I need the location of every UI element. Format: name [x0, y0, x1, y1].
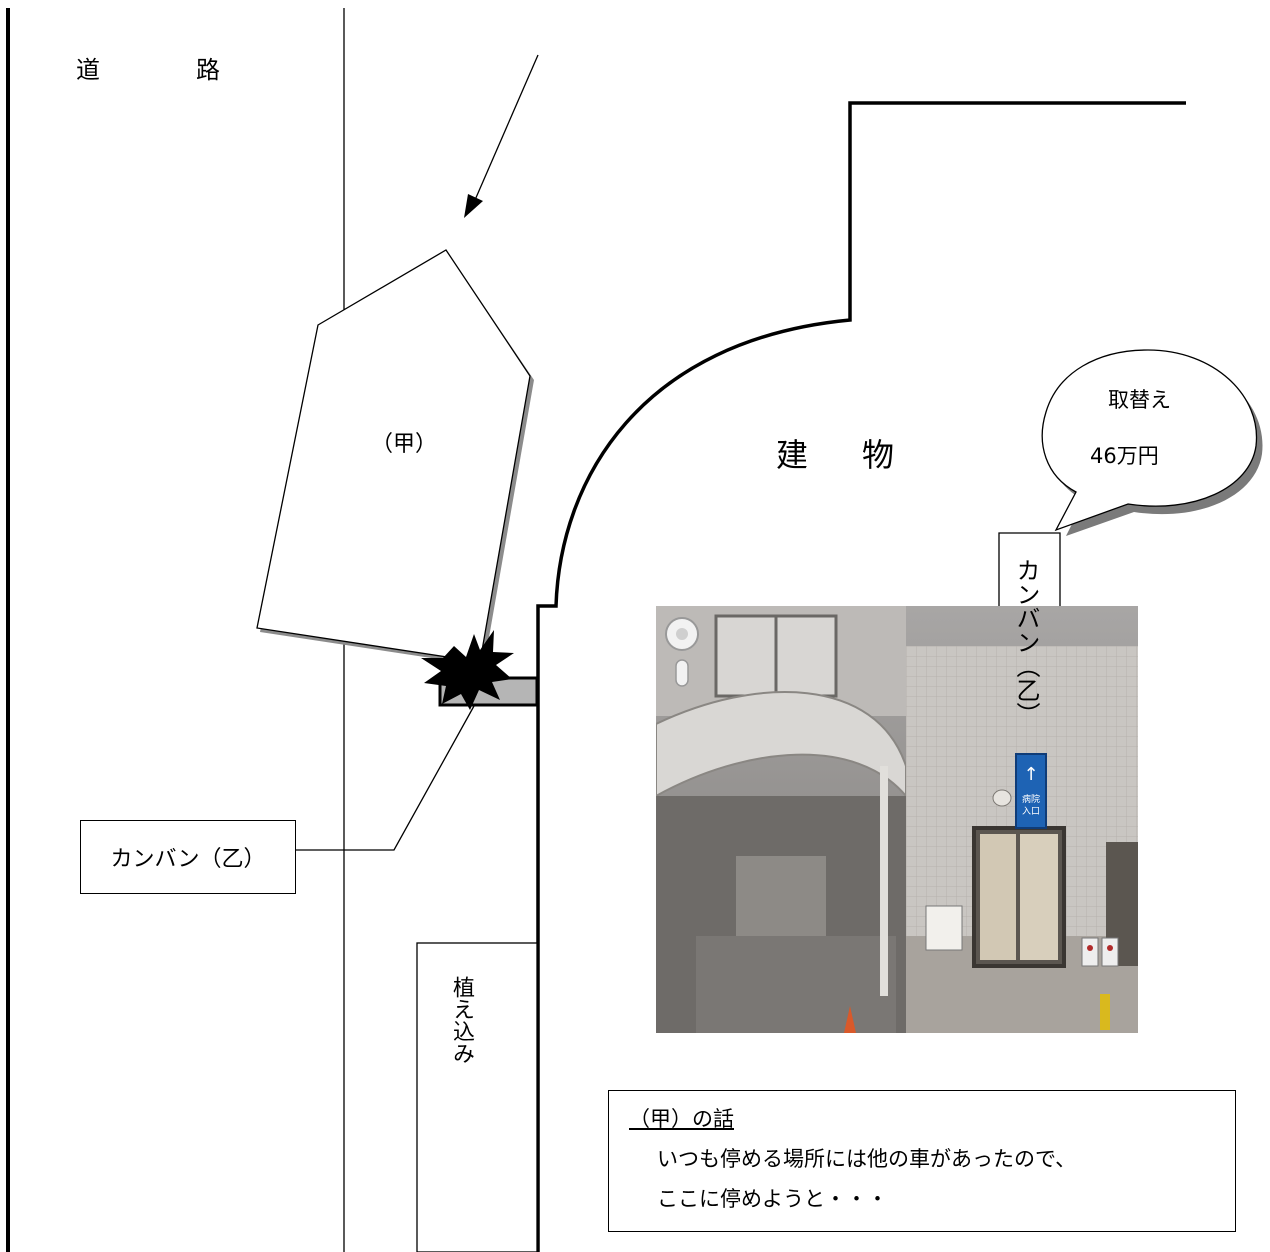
story-line-2: ここに停めようと・・・: [657, 1187, 888, 1211]
bubble-line-1: 取替え: [1108, 388, 1171, 412]
kanban-callout-label: カンバン（乙）: [110, 847, 266, 872]
road-label-2: 路: [196, 56, 220, 84]
svg-text:入口: 入口: [1022, 806, 1040, 817]
impact-burst-icon: [421, 630, 514, 710]
direction-arrow-head: [464, 194, 483, 218]
building-outline: [536, 101, 1186, 1252]
arrow-label: カンバン（乙）: [1012, 558, 1040, 726]
building-label: 建物: [776, 430, 894, 476]
svg-text:病院: 病院: [1022, 793, 1040, 805]
callout-leader: [296, 705, 475, 851]
street-photo: ↑ 病院 入口: [656, 606, 1138, 1033]
story-title: （甲）の話: [629, 1107, 734, 1131]
road-label-1: 道: [76, 56, 100, 84]
svg-text:↑: ↑: [1023, 764, 1038, 785]
planting-label: 植え込み: [449, 976, 474, 1064]
kanban-callout-box: カンバン（乙）: [80, 820, 296, 894]
car-label: （甲）: [371, 432, 438, 457]
story-box: （甲）の話 いつも停める場所には他の車があったので、 ここに停めようと・・・: [608, 1090, 1236, 1232]
planting-area: [416, 942, 538, 1252]
speech-bubble: [1041, 349, 1258, 532]
building-label-1: 建: [776, 436, 809, 474]
car-body: [256, 249, 531, 663]
direction-arrow-line: [474, 54, 539, 201]
story-line-1: いつも停める場所には他の車があったので、: [657, 1147, 1077, 1171]
building-label-2: 物: [862, 436, 895, 474]
road-label: 道路: [76, 50, 220, 85]
bubble-line-2: 46万円: [1090, 444, 1159, 468]
